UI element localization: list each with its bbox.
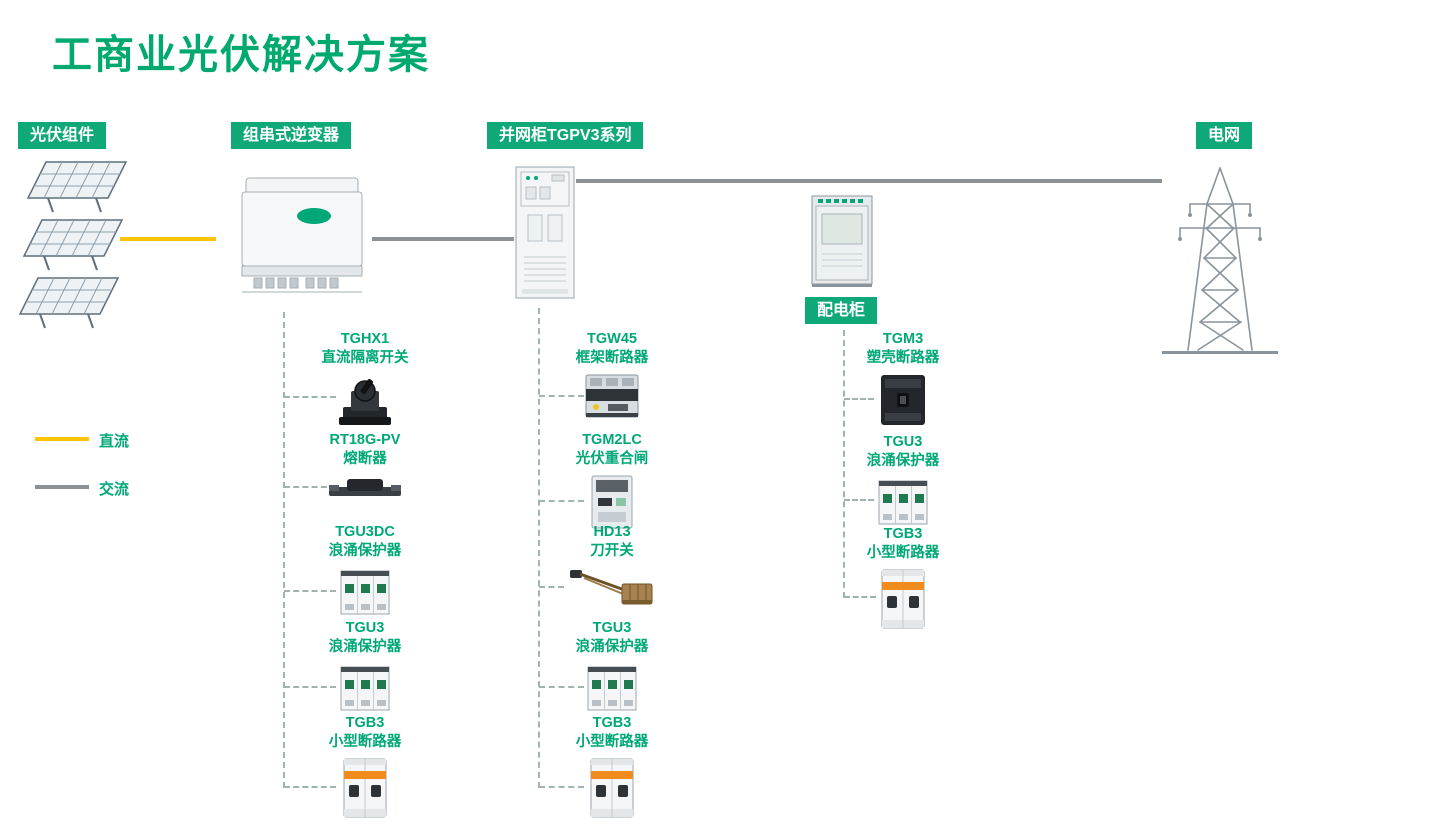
product-name: 浪涌保护器 [328, 638, 402, 655]
product-item-tgw45: TGW45 框架断路器 [552, 330, 672, 419]
branch-stub [539, 786, 584, 788]
legend-ac-swatch [35, 485, 89, 489]
product-item-tgb3-distribution: TGB3 小型断路器 [843, 525, 963, 630]
product-item-tghx1: TGHX1 直流隔离开关 [305, 330, 425, 428]
product-model: TGU3 [883, 434, 923, 450]
legend-ac-label: 交流 [99, 481, 130, 498]
miniature-circuit-breaker-image [589, 757, 635, 819]
branch-stub [539, 586, 564, 588]
product-model: TGHX1 [340, 331, 390, 347]
product-item-tgm2lc: TGM2LC 光伏重合闸 [552, 431, 672, 530]
miniature-circuit-breaker-image [880, 568, 926, 630]
product-item-rt18g-pv: RT18G-PV 熔断器 [305, 431, 425, 500]
product-model: RT18G-PV [329, 432, 401, 448]
tag-power-grid: 电网 [1196, 122, 1253, 150]
product-model: TGU3 [592, 620, 632, 636]
product-model: TGB3 [592, 715, 632, 731]
legend-dc-swatch [35, 437, 89, 441]
page-title: 工商业光伏解决方案 [52, 33, 430, 77]
product-model: TGU3 [345, 620, 385, 636]
product-item-tgu3-grid-cabinet: TGU3 浪涌保护器 [552, 619, 672, 714]
product-item-tgb3-inverter: TGB3 小型断路器 [305, 714, 425, 819]
product-name: 框架断路器 [575, 349, 649, 366]
product-item-tgm3: TGM3 塑壳断路器 [843, 330, 963, 427]
string-inverter-illustration [236, 172, 376, 300]
branch-stub [844, 596, 876, 598]
product-name: 小型断路器 [575, 733, 649, 750]
product-name: 浪涌保护器 [575, 638, 649, 655]
product-name: 刀开关 [590, 542, 634, 559]
surge-protector-image [340, 662, 390, 714]
product-model: HD13 [593, 524, 631, 540]
product-item-tgu3-distribution: TGU3 浪涌保护器 [843, 433, 963, 528]
branch-stub [284, 686, 336, 688]
product-name: 塑壳断路器 [866, 349, 940, 366]
solar-panels-illustration [18, 160, 133, 332]
product-model: TGW45 [587, 331, 637, 347]
product-model: TGU3DC [335, 524, 395, 540]
surge-protector-image [587, 662, 637, 714]
distribution-cabinet-illustration [810, 194, 874, 289]
ac-line-inverter-to-grid-cabinet [372, 237, 514, 241]
transmission-tower-illustration [1160, 162, 1280, 354]
product-name: 浪涌保护器 [328, 542, 402, 559]
branch-stub [539, 500, 584, 502]
product-model: TGM3 [882, 331, 924, 347]
distribution-branch-line [843, 330, 845, 598]
knife-switch-image [569, 566, 655, 608]
product-item-hd13: HD13 刀开关 [552, 523, 672, 608]
branch-stub [284, 396, 336, 398]
branch-stub [284, 486, 336, 488]
surge-protector-image [878, 476, 928, 528]
grid-cabinet-illustration [514, 165, 576, 300]
branch-stub [284, 590, 336, 592]
surge-protector-image [340, 566, 390, 618]
dc-line-panels-to-inverter [120, 237, 216, 241]
product-name: 熔断器 [343, 450, 387, 467]
product-model: TGM2LC [582, 432, 642, 448]
product-model: TGB3 [345, 715, 385, 731]
tower-ground-line [1162, 351, 1278, 354]
branch-stub [539, 395, 584, 397]
tag-grid-cabinet: 并网柜TGPV3系列 [487, 122, 644, 150]
ac-line-grid-cabinet-to-grid [576, 179, 1162, 183]
product-name: 浪涌保护器 [866, 452, 940, 469]
product-name: 光伏重合闸 [575, 450, 649, 467]
molded-case-breaker-image [878, 373, 928, 427]
product-item-tgu3dc: TGU3DC 浪涌保护器 [305, 523, 425, 618]
product-item-tgu3-inverter: TGU3 浪涌保护器 [305, 619, 425, 714]
inverter-branch-line [283, 312, 285, 788]
dc-isolator-switch-image [337, 373, 393, 428]
tag-string-inverter: 组串式逆变器 [231, 122, 352, 150]
product-name: 小型断路器 [328, 733, 402, 750]
fuse-image [327, 474, 403, 500]
branch-stub [844, 499, 874, 501]
branch-stub [539, 686, 584, 688]
air-frame-breaker-image [584, 373, 640, 419]
legend-dc-label: 直流 [99, 433, 130, 450]
tag-distribution-cabinet: 配电柜 [805, 297, 878, 325]
branch-stub [284, 786, 336, 788]
grid-cabinet-branch-line [538, 308, 540, 788]
miniature-circuit-breaker-image [342, 757, 388, 819]
branch-stub [844, 398, 874, 400]
product-model: TGB3 [883, 526, 923, 542]
product-name: 小型断路器 [866, 544, 940, 561]
product-item-tgb3-grid-cabinet: TGB3 小型断路器 [552, 714, 672, 819]
pv-recloser-image [590, 474, 634, 530]
product-name: 直流隔离开关 [321, 349, 409, 366]
tag-pv-modules: 光伏组件 [18, 122, 107, 150]
